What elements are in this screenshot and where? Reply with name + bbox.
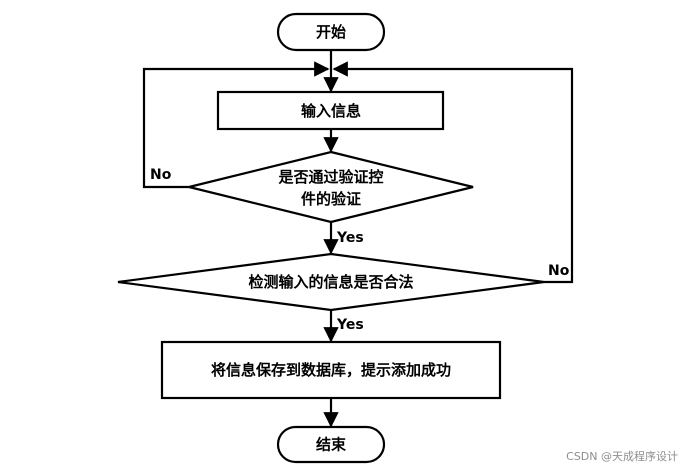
arrow-check-no-loop [332, 61, 574, 284]
end-node [276, 425, 386, 464]
verify-label-line2: 件的验证 [301, 190, 361, 208]
check-no-label: No [548, 263, 570, 279]
input-node [216, 90, 445, 131]
end-label: 结束 [316, 436, 347, 454]
start-label: 开始 [316, 23, 346, 41]
check-label: 检测输入的信息是否合法 [248, 273, 413, 291]
verify-no-label: No [150, 167, 172, 183]
save-label: 将信息保存到数据库，提示添加成功 [211, 361, 451, 379]
verify-yes-label: Yes [336, 230, 364, 246]
verify-label-line1: 是否通过验证控 [277, 168, 383, 186]
check-yes-label: Yes [336, 317, 364, 333]
verify-decision-node [188, 150, 474, 224]
arrow-verify-no-loop [142, 61, 330, 189]
watermark: CSDN @天成程序设计 [566, 450, 678, 463]
input-label: 输入信息 [301, 102, 361, 120]
